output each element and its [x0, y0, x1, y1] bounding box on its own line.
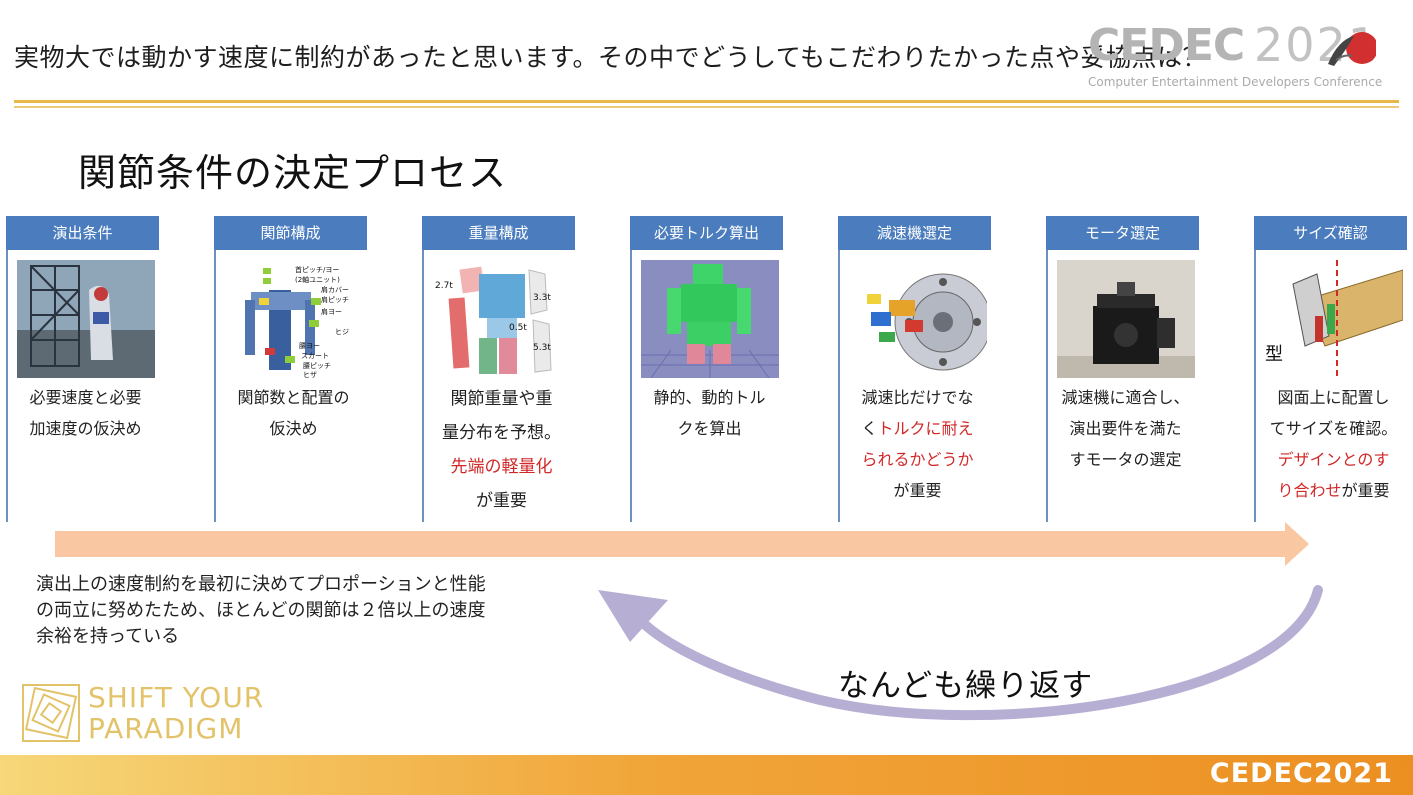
- step-line: すモータの選定: [1069, 450, 1182, 469]
- step-line-tail: が重要: [1341, 481, 1390, 500]
- step-divider: [838, 250, 840, 522]
- step-line: 減速比だけでな: [861, 388, 974, 407]
- weight-label: 2.7t: [435, 281, 453, 291]
- step-line: が重要: [476, 491, 527, 511]
- step-card-4: 必要トルク算出 静的、動的トル クを算出: [630, 216, 783, 522]
- step-card-5: 減速機選定 減速比だけでな くトルクに耐え られるかどうか が重要: [838, 216, 991, 522]
- step-highlight: 先端の軽量化: [450, 457, 553, 477]
- step-title: 減速機選定: [838, 216, 991, 250]
- step-highlight: られるかどうか: [861, 450, 974, 469]
- cedec-logo-text: CEDEC: [1088, 20, 1245, 71]
- step-line-mixed: くトルクに耐え: [846, 413, 989, 444]
- branding-line-2: PARADIGM: [88, 712, 244, 745]
- joint-label: 首ピッチ/ヨー: [295, 265, 339, 274]
- branding-line-1: SHIFT YOUR: [88, 681, 265, 714]
- joint-label: 肩ヨー: [321, 307, 342, 316]
- shift-your-paradigm-logo: SHIFT YOUR PARADIGM: [22, 681, 282, 745]
- slide-heading: 関節条件の決定プロセス: [78, 151, 508, 195]
- joint-label: スカート: [301, 352, 329, 360]
- step-title: モータ選定: [1046, 216, 1199, 250]
- step-card-7: サイズ確認 型 図面上に配置し てサイズを確認。 デザインとのす り合わせが重要: [1254, 216, 1407, 522]
- cedec-logo-subtitle: Computer Entertainment Developers Confer…: [1088, 75, 1383, 89]
- step-divider: [422, 250, 424, 522]
- step-line: 関節重量や重: [450, 389, 553, 409]
- step-title: 必要トルク算出: [630, 216, 783, 250]
- step-line-mixed: り合わせが重要: [1262, 475, 1405, 506]
- gold-divider-thin: [14, 106, 1399, 108]
- note-line: 演出上の速度制約を最初に決めてプロポーションと性能: [36, 574, 486, 595]
- size-check-drawing: 型: [1265, 260, 1403, 378]
- footer-cedec-logo: CEDEC2021: [1209, 758, 1393, 789]
- step-line: クを算出: [677, 419, 742, 438]
- joint-layout-diagram: 首ピッチ/ヨー (2軸ユニット) 肩カバー 肩ピッチ 肩ヨー ヒジ 腰ヨー スカ…: [225, 260, 363, 378]
- step-title: 演出条件: [6, 216, 159, 250]
- step-highlight: り合わせ: [1277, 481, 1342, 500]
- step-line: 演出要件を満た: [1069, 419, 1182, 438]
- step-line: 関節数と配置の: [237, 388, 350, 407]
- step-card-1: 演出条件 必要速度と必要 加速度の仮決め: [6, 216, 159, 522]
- spiral-square-icon: [22, 684, 80, 742]
- weight-distribution-diagram: 2.7t 3.3t 0.5t 5.3t: [433, 260, 571, 378]
- step-line: てサイズを確認。: [1269, 419, 1398, 438]
- joint-label: ヒザ: [303, 371, 317, 378]
- process-arrow-head: [1285, 522, 1309, 566]
- note-line: 余裕を持っている: [36, 626, 180, 647]
- torque-model-render: [641, 260, 779, 378]
- step-title: 関節構成: [214, 216, 367, 250]
- step-line: 減速機に適合し、: [1061, 388, 1190, 407]
- step-line: 静的、動的トル: [653, 388, 766, 407]
- step-divider: [630, 250, 632, 522]
- step-divider: [214, 250, 216, 522]
- joint-label: 腰ピッチ: [303, 362, 331, 370]
- gold-divider: [14, 100, 1399, 103]
- repeat-label: なんども繰り返す: [838, 668, 1094, 704]
- drawing-label: 型: [1265, 344, 1283, 365]
- step-card-6: モータ選定 減速機に適合し、 演出要件を満た すモータの選定: [1046, 216, 1199, 522]
- step-highlight: デザインとのす: [1277, 450, 1390, 469]
- step-title: サイズ確認: [1254, 216, 1407, 250]
- step-title: 重量構成: [422, 216, 575, 250]
- joint-label: 腰ヨー: [299, 342, 320, 350]
- servo-motor-photo: [1057, 260, 1195, 378]
- reducer-cutaway-render: [849, 260, 987, 378]
- step-line: 図面上に配置し: [1277, 388, 1390, 407]
- step-line: 加速度の仮決め: [29, 419, 142, 438]
- note-line: の両立に努めたため、ほとんどの関節は２倍以上の速度: [36, 600, 486, 621]
- scaffold-photo: [17, 260, 155, 378]
- joint-label: 肩カバー: [321, 285, 349, 294]
- step-line-prefix: く: [861, 419, 878, 438]
- cedec-header-logo: CEDEC 2021 Computer Entertainment Develo…: [1088, 18, 1393, 92]
- weight-label: 5.3t: [533, 343, 551, 353]
- step-highlight: トルクに耐え: [877, 419, 974, 438]
- step-line: 仮決め: [269, 419, 318, 438]
- iteration-loop-arrow: [598, 585, 1323, 721]
- joint-label: 肩ピッチ: [321, 295, 349, 304]
- joint-label: ヒジ: [335, 328, 349, 336]
- question-text: 実物大では動かす速度に制約があったと思います。その中でどうしてもこだわりたかった…: [14, 43, 1209, 72]
- step-line: 必要速度と必要: [29, 388, 142, 407]
- step-card-2: 関節構成 首ピッチ/ヨー (2軸ユニット) 肩カバー 肩ピッチ 肩ヨー ヒジ 腰…: [214, 216, 367, 522]
- step-divider: [6, 250, 8, 522]
- gundam-emblem-icon: [1328, 32, 1376, 66]
- weight-label: 0.5t: [509, 323, 527, 333]
- step-line: が重要: [893, 481, 942, 500]
- step-line: 量分布を予想。: [442, 423, 561, 443]
- footer-bar: CEDEC2021: [0, 755, 1413, 795]
- speed-margin-note: 演出上の速度制約を最初に決めてプロポーションと性能 の両立に努めたため、ほとんど…: [36, 572, 596, 650]
- step-divider: [1254, 250, 1256, 522]
- weight-label: 3.3t: [533, 293, 551, 303]
- process-arrow-body: [55, 531, 1287, 557]
- step-card-3: 重量構成 2.7t 3.3t 0.5t 5.3t 関節重量や重 量分布を予想。 …: [422, 216, 575, 522]
- joint-label: (2軸ユニット): [295, 275, 340, 284]
- step-divider: [1046, 250, 1048, 522]
